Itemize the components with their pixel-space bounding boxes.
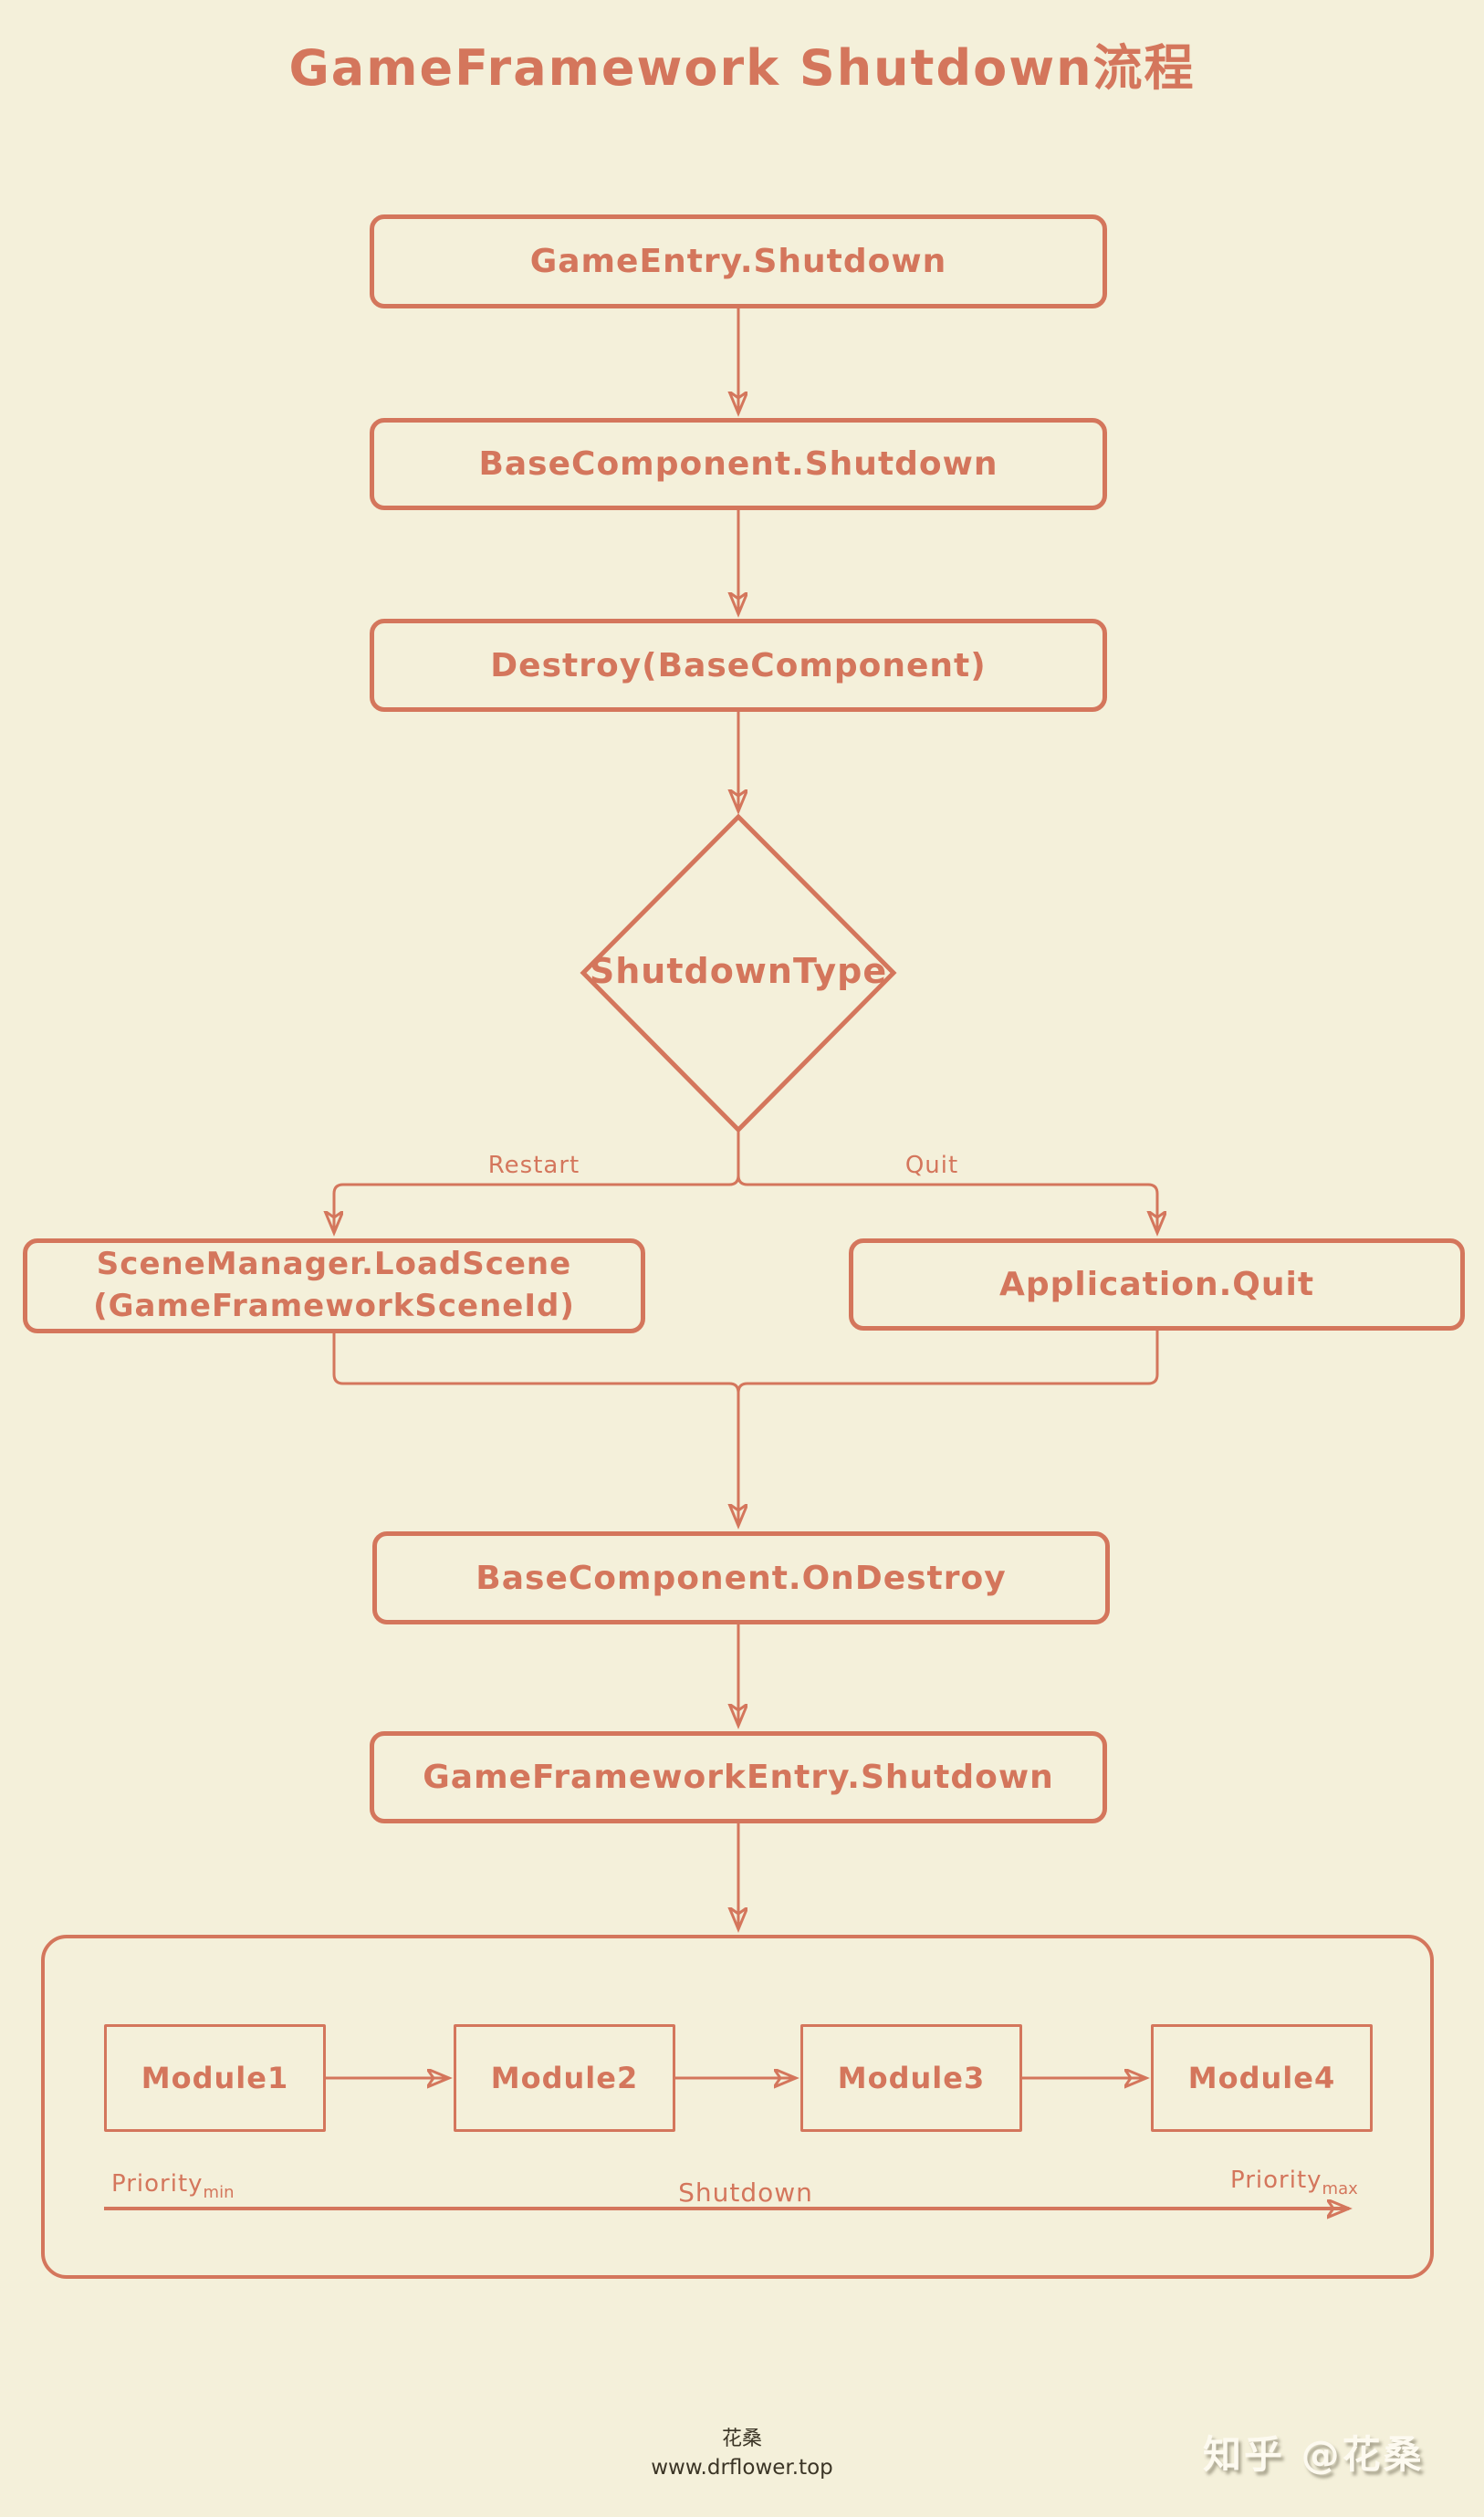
node-game-entry-shutdown: GameEntry.Shutdown — [370, 214, 1107, 308]
page-title: GameFramework Shutdown流程 — [288, 39, 1196, 97]
node-scene-manager-line1: SceneManager.LoadScene — [96, 1246, 572, 1283]
branch-label-quit: Quit — [904, 1152, 959, 1179]
branch-quit-connector — [737, 1175, 1157, 1233]
node-base-component-shutdown: BaseComponent.Shutdown — [370, 418, 1107, 510]
priority-max-base: Priority — [1230, 2167, 1322, 2194]
footer-author: 花桑 — [721, 2428, 762, 2450]
modules-group-box — [41, 1935, 1434, 2279]
axis-label-priority-max: Prioritymax — [1230, 2167, 1358, 2198]
axis-label-priority-min: Prioritymin — [111, 2170, 235, 2202]
decision-label: ShutdownType — [589, 951, 888, 991]
footer-website: www.drflower.top — [651, 2456, 833, 2480]
branch-restart-connector — [334, 1130, 740, 1233]
priority-max-subscript: max — [1322, 2179, 1358, 2198]
zhihu-watermark: 知乎 @花桑 — [1203, 2432, 1425, 2477]
module-box-4: Module4 — [1151, 2024, 1373, 2132]
priority-min-subscript: min — [203, 2183, 235, 2202]
node-game-framework-entry-shutdown: GameFrameworkEntry.Shutdown — [370, 1731, 1107, 1823]
node-application-quit: Application.Quit — [849, 1238, 1465, 1331]
merge-right-connector — [737, 1330, 1159, 1394]
module-box-2: Module2 — [454, 2024, 675, 2132]
merge-left-connector — [332, 1333, 738, 1526]
node-scene-manager-line2: (GameFrameworkSceneId) — [93, 1288, 575, 1324]
node-base-component-on-destroy: BaseComponent.OnDestroy — [372, 1531, 1110, 1624]
axis-label-shutdown: Shutdown — [678, 2178, 813, 2208]
footer: 花桑 www.drflower.top — [0, 2428, 1484, 2481]
node-destroy-base-component: Destroy(BaseComponent) — [370, 619, 1107, 712]
node-scene-manager-load-scene: SceneManager.LoadScene (GameFrameworkSce… — [23, 1238, 645, 1333]
branch-label-restart: Restart — [487, 1152, 580, 1179]
priority-min-base: Priority — [111, 2170, 204, 2198]
module-box-1: Module1 — [104, 2024, 326, 2132]
module-box-3: Module3 — [800, 2024, 1022, 2132]
